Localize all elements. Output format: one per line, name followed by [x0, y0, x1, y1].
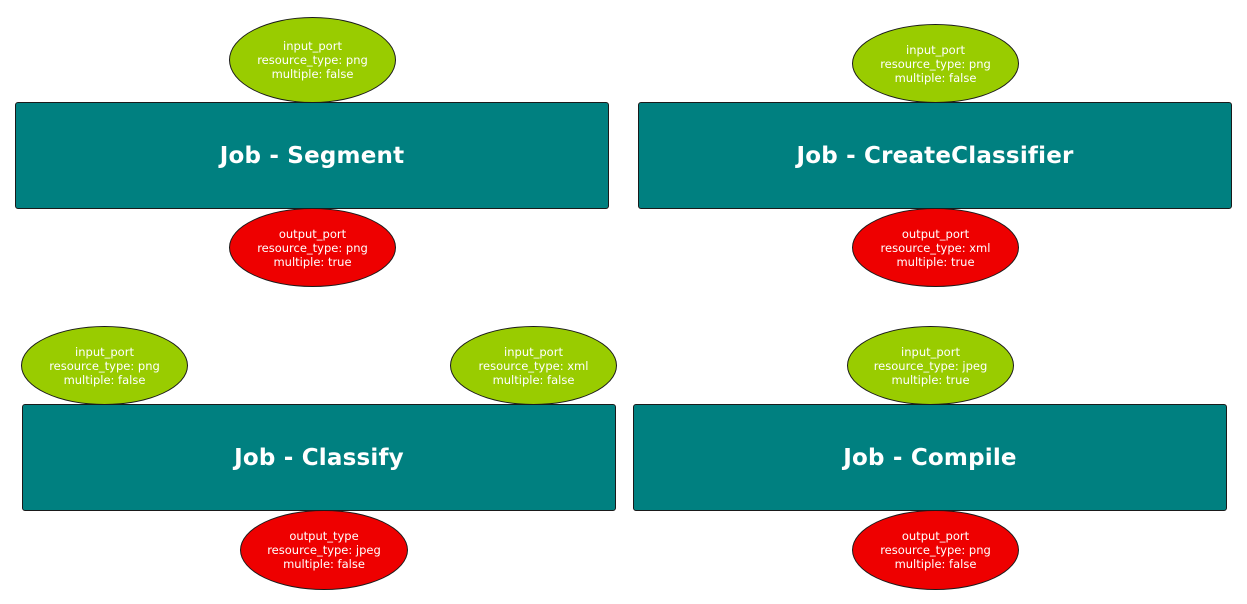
port-resource-type: resource_type: png — [257, 240, 368, 255]
classify-input-port-xml[interactable]: input_port resource_type: xml multiple: … — [450, 326, 617, 405]
port-multiple: multiple: false — [894, 557, 977, 571]
job-segment[interactable]: Job - Segment — [15, 102, 609, 209]
create-classifier-output-port[interactable]: output_port resource_type: xml multiple:… — [852, 208, 1019, 287]
segment-input-port[interactable]: input_port resource_type: png multiple: … — [229, 17, 396, 103]
port-name: input_port — [504, 344, 563, 359]
port-multiple: multiple: false — [63, 372, 146, 387]
port-name: output_port — [278, 226, 347, 241]
segment-output-port[interactable]: output_port resource_type: png multiple:… — [229, 208, 396, 287]
job-compile[interactable]: Job - Compile — [633, 404, 1227, 511]
port-multiple: multiple: true — [891, 372, 970, 387]
port-resource-type: resource_type: png — [880, 56, 991, 71]
job-create-classifier[interactable]: Job - CreateClassifier — [638, 102, 1232, 209]
compile-output-port[interactable]: output_port resource_type: png multiple:… — [852, 510, 1019, 590]
job-classify[interactable]: Job - Classify — [22, 404, 616, 511]
port-multiple: multiple: false — [492, 372, 575, 387]
port-resource-type: resource_type: xml — [478, 358, 589, 373]
port-multiple: multiple: true — [273, 254, 352, 269]
classify-output-port[interactable]: output_type resource_type: jpeg multiple… — [240, 510, 408, 590]
port-resource-type: resource_type: png — [880, 543, 991, 557]
port-multiple: multiple: false — [283, 557, 365, 571]
port-name: input_port — [901, 344, 960, 359]
port-multiple: multiple: false — [271, 67, 354, 81]
compile-input-port[interactable]: input_port resource_type: jpeg multiple:… — [847, 326, 1014, 405]
port-name: output_port — [901, 226, 970, 241]
port-name: input_port — [906, 42, 965, 57]
port-name: input_port — [75, 344, 134, 359]
port-resource-type: resource_type: png — [257, 53, 368, 67]
port-name: output_type — [289, 529, 359, 543]
port-resource-type: resource_type: jpeg — [873, 358, 988, 373]
port-name: input_port — [283, 39, 342, 53]
port-resource-type: resource_type: xml — [880, 240, 991, 255]
port-resource-type: resource_type: png — [49, 358, 160, 373]
classify-input-port-png[interactable]: input_port resource_type: png multiple: … — [21, 326, 188, 405]
port-name: output_port — [901, 529, 970, 543]
port-multiple: multiple: false — [894, 70, 977, 85]
port-resource-type: resource_type: jpeg — [267, 543, 381, 557]
port-multiple: multiple: true — [896, 254, 975, 269]
create-classifier-input-port[interactable]: input_port resource_type: png multiple: … — [852, 24, 1019, 103]
